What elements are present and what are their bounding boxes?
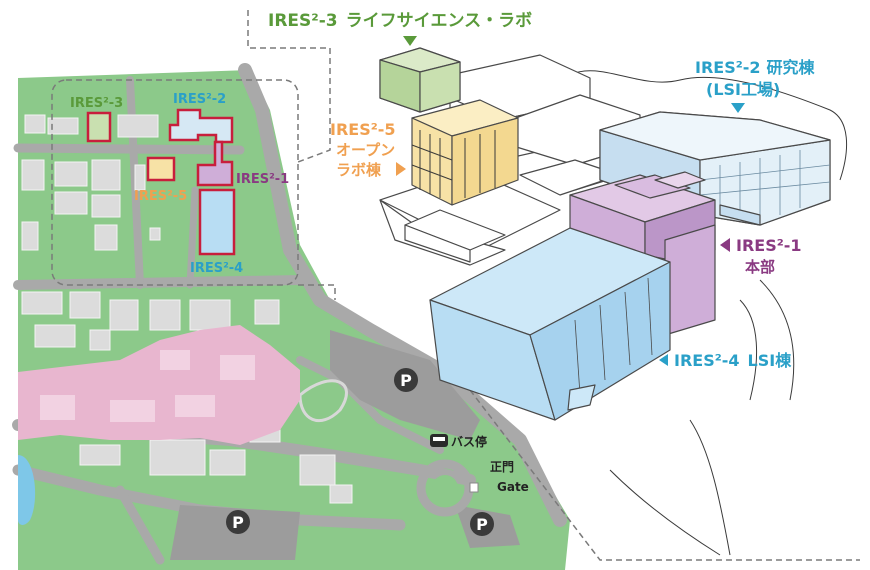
site-ires-buildings — [86, 108, 236, 256]
ires1-building — [569, 171, 716, 336]
ires1-pointer-icon — [720, 238, 730, 252]
site-label-ires1: IRES²-1 — [236, 172, 289, 187]
site-map: IRES²-3 IRES²-2 IRES²-5 IRES²-1 IRES²-4 … — [12, 63, 570, 570]
ires5-pointer-icon — [396, 162, 406, 176]
svg-text:P: P — [476, 515, 488, 534]
site-label-ires4: IRES²-4 — [190, 261, 243, 276]
ires2-sublabel: (LSI工場) — [706, 80, 780, 99]
svg-text:P: P — [400, 371, 412, 390]
hill-contours — [569, 70, 848, 556]
site-ires4-building — [198, 188, 236, 256]
ires2-pointer-icon — [731, 103, 745, 113]
callout-connector-top — [247, 10, 331, 163]
site-ires2-building — [168, 108, 234, 144]
parking-marker-gate: P — [470, 512, 494, 536]
bus-stop: バス停 — [430, 434, 487, 449]
main-gate-label-en: Gate — [497, 480, 529, 494]
parking-marker-east: P — [394, 368, 418, 392]
ires4-pointer-icon — [659, 354, 668, 366]
building-illustration — [379, 47, 848, 556]
roundabout-center — [432, 475, 458, 501]
site-label-ires5: IRES²-5 — [134, 189, 187, 204]
site-label-ires2: IRES²-2 — [173, 92, 226, 107]
roundabout — [416, 459, 474, 517]
ires1-label-name: 本部 — [745, 258, 775, 276]
ires5-label-line2: ラボ棟 — [336, 161, 382, 179]
ires5-label-code: IRES²-5 — [330, 120, 396, 139]
site-label-ires3: IRES²-3 — [70, 96, 123, 111]
walkway-loop — [298, 379, 348, 423]
campus-buildings — [21, 114, 353, 504]
svg-text:P: P — [232, 513, 244, 532]
ires3-building — [379, 47, 461, 113]
parking-marker-south: P — [226, 510, 250, 534]
ires5-label-line1: オープン — [336, 141, 395, 159]
site-ires5-building — [146, 156, 176, 182]
ires3-pointer-icon — [403, 36, 417, 46]
illustration-frame-bottom — [469, 389, 860, 561]
site-ires1-building — [196, 140, 234, 187]
bus-stop-label: バス停 — [451, 434, 487, 449]
hospital-wings — [40, 350, 255, 422]
ires1-label-code: IRES²-1 — [736, 236, 802, 255]
gate-marker — [469, 482, 479, 493]
main-gate-label-jp: 正門 — [490, 460, 514, 474]
callout-connector-bottom — [298, 284, 336, 300]
pond — [18, 455, 36, 525]
ires5-building — [411, 99, 519, 206]
ires4-building — [429, 227, 671, 421]
site-ires3-building — [86, 111, 112, 143]
